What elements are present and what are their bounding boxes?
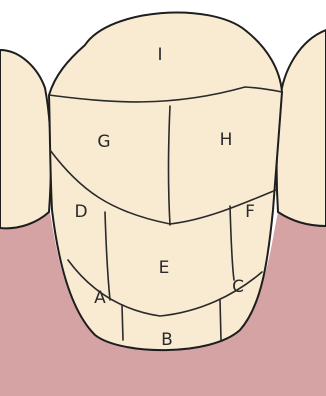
label-E: E bbox=[159, 258, 170, 278]
label-G: G bbox=[97, 132, 110, 152]
label-H: H bbox=[220, 130, 233, 150]
right-neighbor-tooth bbox=[277, 30, 326, 226]
label-A: A bbox=[94, 288, 106, 308]
label-B: B bbox=[161, 330, 173, 350]
label-I: I bbox=[157, 45, 162, 65]
left-neighbor-tooth bbox=[0, 50, 51, 228]
bc-divider bbox=[220, 300, 221, 340]
label-D: D bbox=[74, 202, 87, 222]
ab-divider bbox=[122, 305, 123, 340]
label-C: C bbox=[232, 277, 244, 297]
label-F: F bbox=[245, 202, 255, 222]
central-tooth bbox=[49, 12, 282, 350]
